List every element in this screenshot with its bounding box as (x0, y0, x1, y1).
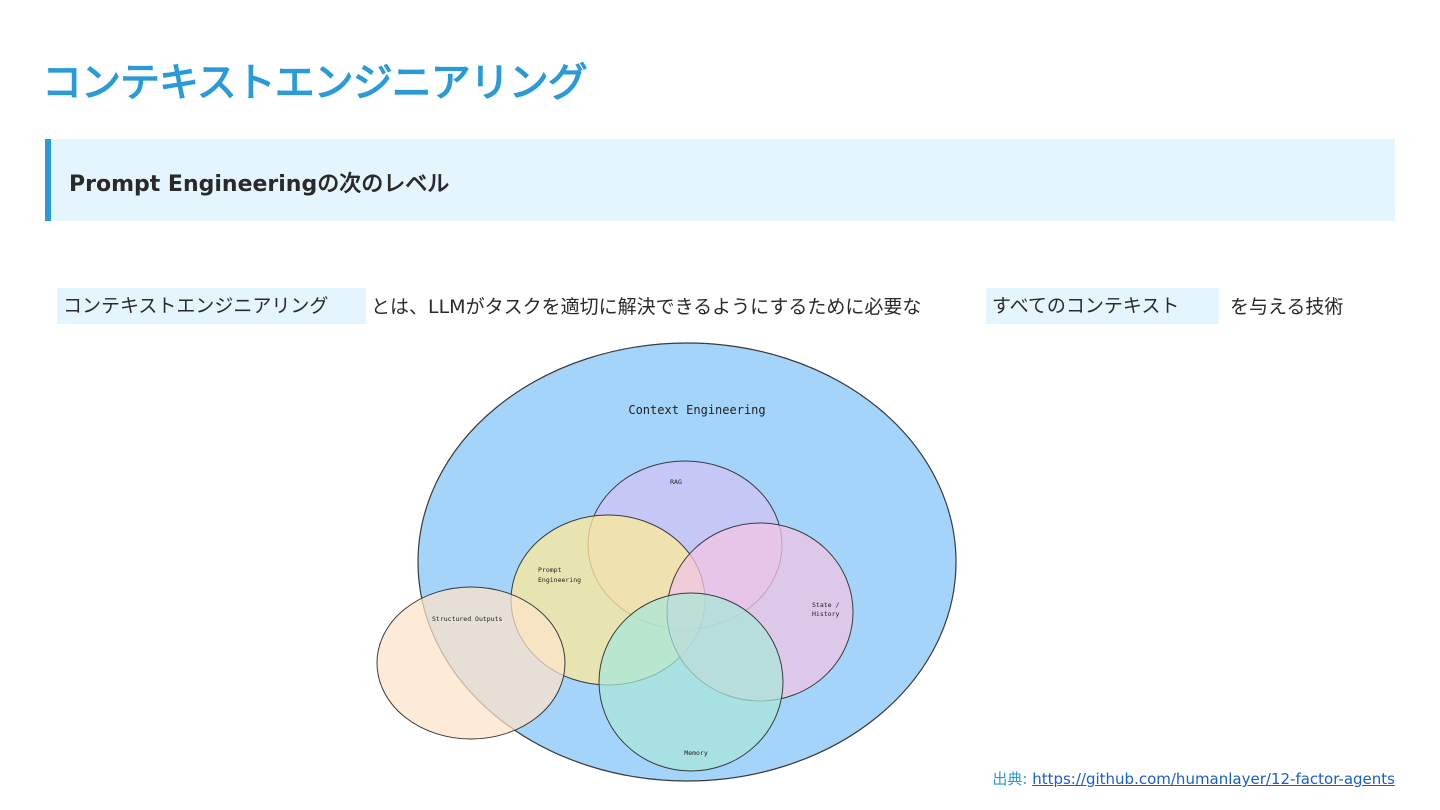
label-rag: RAG (670, 478, 682, 486)
subtitle-box: Prompt Engineeringの次のレベル (45, 139, 1395, 221)
all-context-highlight: すべてのコンテキスト (986, 288, 1219, 324)
source-label: 出典: (992, 770, 1028, 788)
context-engineering-diagram: Context Engineering RAG Prompt Engineeri… (376, 342, 957, 782)
description-middle: とは、LLMがタスクを適切に解決できるようにするために必要な (371, 296, 922, 318)
description-end: を与える技術 (1230, 296, 1344, 318)
label-history: History (812, 610, 839, 618)
circle-memory (598, 592, 784, 772)
source-citation: 出典: https://github.com/humanlayer/12-fac… (992, 768, 1395, 789)
circle-structured-outputs (376, 586, 566, 740)
term-highlight: コンテキストエンジニアリング (57, 288, 366, 324)
subtitle-text: Prompt Engineeringの次のレベル (69, 172, 450, 197)
label-state: State / (812, 601, 839, 609)
label-prompt: Prompt (538, 566, 562, 574)
label-context-engineering: Context Engineering (628, 403, 765, 417)
label-memory: Memory (684, 749, 708, 757)
source-link[interactable]: https://github.com/humanlayer/12-factor-… (1032, 770, 1395, 788)
page-title: コンテキストエンジニアリング (42, 60, 588, 106)
label-engineering: Engineering (538, 576, 581, 584)
label-structured-outputs: Structured Outputs (432, 615, 503, 623)
